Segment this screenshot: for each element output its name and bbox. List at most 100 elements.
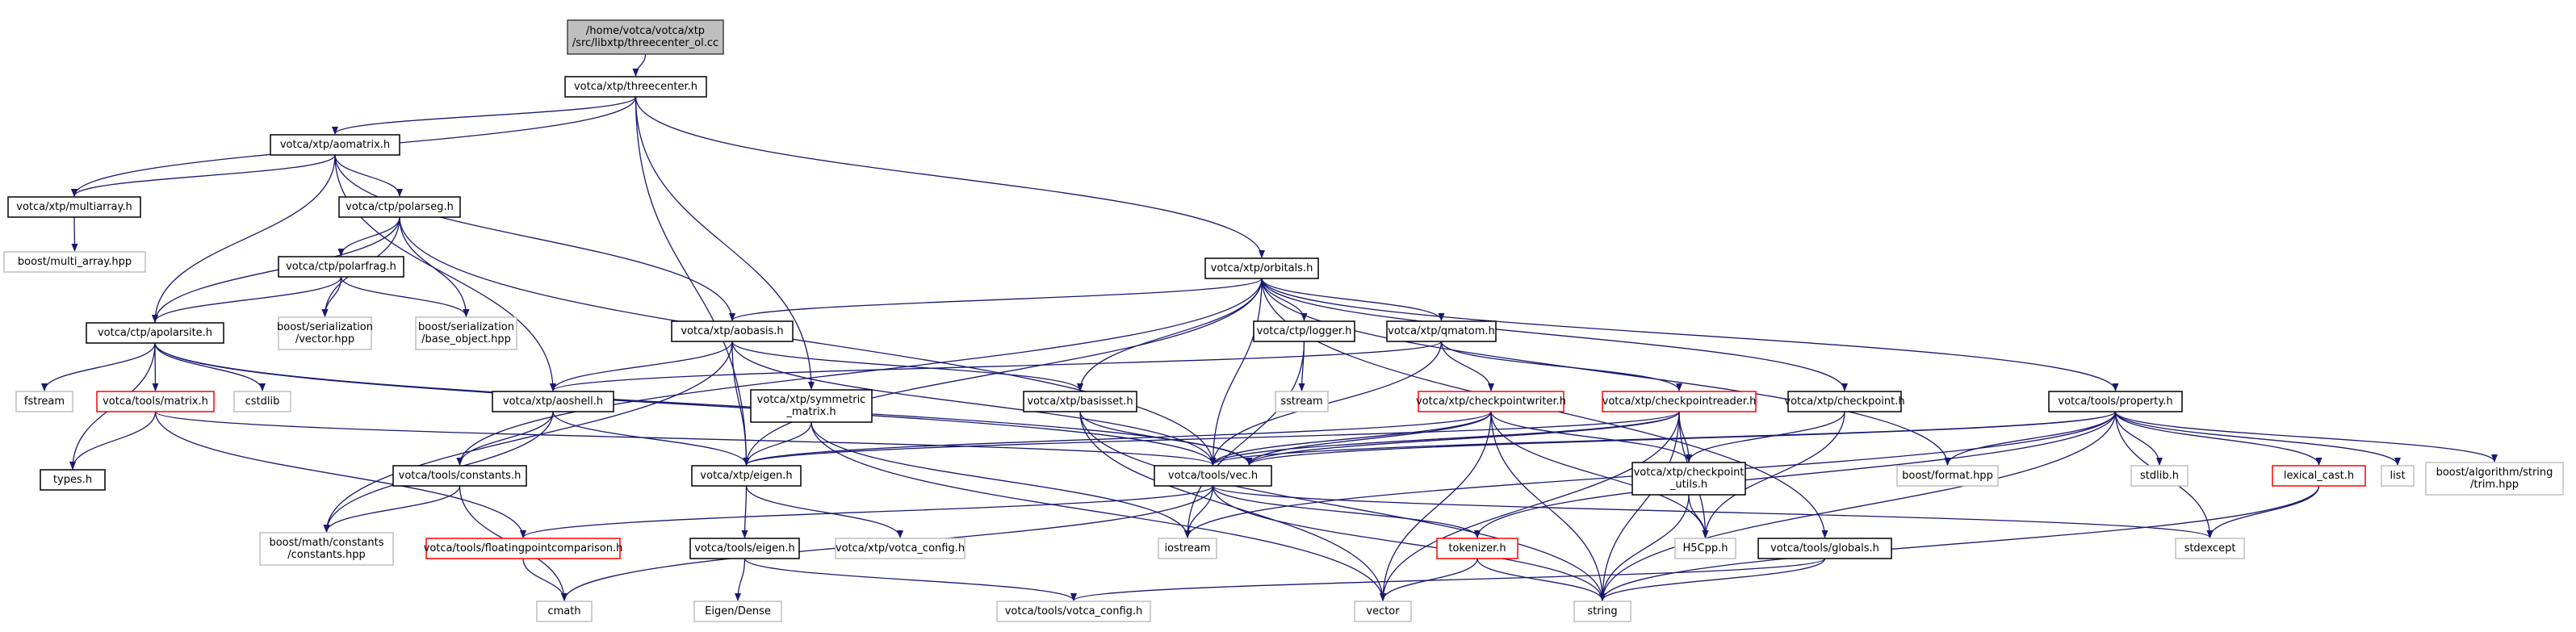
node-eigen_tools[interactable]: votca/tools/eigen.h [689,538,800,559]
node-property[interactable]: votca/tools/property.h [2048,391,2183,412]
node-aomatrix[interactable]: votca/xtp/aomatrix.h [270,134,400,156]
edge-line [635,96,750,466]
edge-threecenter-to-aomatrix [332,96,637,135]
node-box [1354,601,1412,622]
node-root[interactable]: /home/votca/votca/xtp/src/libxtp/threece… [567,19,724,55]
node-orbitals[interactable]: votca/xtp/orbitals.h [1204,257,1319,279]
node-basisset[interactable]: votca/xtp/basisset.h [1023,391,1137,412]
edge-line [810,421,1386,601]
edge-line [332,96,637,135]
node-ckutils[interactable]: votca/xtp/checkpoint_utils.h [1631,462,1746,496]
edge-vec-to-floatcmp [520,485,1214,538]
node-label: votca/tools/globals.h [1770,542,1879,555]
node-symmetric[interactable]: votca/xtp/symmetric_matrix.h [750,389,873,423]
edge-line [1944,411,2117,466]
edge-polarseg-to-polarfrag [337,216,400,257]
node-floatcmp[interactable]: votca/tools/floatingpointcomparison.h [424,538,623,559]
node-box [693,601,782,622]
node-label: votca/xtp/multiarray.h [16,201,132,213]
node-boost_multi: boost/multi_array.hpp [3,251,146,273]
edge-aomatrix-to-aobasis [334,154,735,321]
edge-line [340,276,470,317]
node-box [564,76,707,98]
edge-line [1474,411,2117,538]
edge-line [1212,485,2214,538]
edge-line [1261,278,1951,466]
node-polarfrag[interactable]: votca/ctp/polarfrag.h [278,256,404,278]
node-ckwriter[interactable]: votca/xtp/checkpointwriter.h [1416,391,1566,412]
node-multiarray[interactable]: votca/xtp/multiarray.h [7,196,141,218]
edge-multiarray-to-boost_multi [71,216,78,252]
node-label: /vector.hpp [295,333,354,345]
edge-line [743,411,1680,466]
node-box [259,532,394,566]
edge-line [154,342,1217,466]
node-label: lexical_cast.h [2284,470,2354,482]
edge-line [1212,485,1606,601]
node-box [691,465,802,487]
node-checkpoint[interactable]: votca/xtp/checkpoint.h [1784,391,1905,412]
node-types[interactable]: types.h [40,469,106,491]
node-ckreader[interactable]: votca/xtp/checkpointreader.h [1602,391,1757,412]
edge-line [550,341,733,391]
node-aoshell[interactable]: votca/xtp/aoshell.h [492,391,614,412]
edge-line [729,278,1263,321]
node-box [996,601,1151,622]
edge-ckwriter-to-h5cpp [1490,411,1709,538]
edge-line [152,216,400,323]
node-eigen_xtp[interactable]: votca/xtp/eigen.h [691,465,802,487]
edge-line [1490,411,1709,538]
edge-line [334,154,735,321]
node-label: votca/xtp/threecenter.h [574,81,697,93]
node-box [1602,391,1757,412]
node-qmatom[interactable]: votca/xtp/qmatom.h [1386,320,1497,342]
node-label: string [1587,605,1617,617]
node-box [270,134,400,156]
node-box [2272,465,2366,487]
edge-apolarsite-to-vec [154,342,1217,466]
node-box [2175,538,2245,559]
node-threecenter[interactable]: votca/xtp/threecenter.h [564,76,707,98]
node-label: tokenizer.h [1448,542,1506,555]
node-tokenizer[interactable]: tokenizer.h [1436,538,1518,559]
edge-logger-to-iostream [1184,341,1305,538]
edge-line [1209,411,1492,466]
edge-qmatom-to-ckreader [1440,341,1682,391]
edge-checkpoint-to-ckutils [1686,411,1845,462]
node-lexical[interactable]: lexical_cast.h [2272,465,2366,487]
node-box [338,196,461,218]
node-label: votca/xtp/basisset.h [1027,396,1133,408]
edge-line [552,411,750,466]
node-box [1573,601,1631,622]
node-logger[interactable]: votca/ctp/logger.h [1253,320,1355,342]
node-polarseg[interactable]: votca/ctp/polarseg.h [338,196,461,218]
node-vec[interactable]: votca/tools/vec.h [1154,465,1272,487]
edge-line [635,96,815,390]
node-matrix[interactable]: votca/tools/matrix.h [96,391,215,412]
node-aobasis[interactable]: votca/xtp/aobasis.h [671,320,794,342]
edge-apolarsite-to-fstream [41,342,156,391]
edge-line [1490,411,1692,462]
node-apolarsite[interactable]: votca/ctp/apolarsite.h [86,322,224,344]
edge-line [1212,485,1481,538]
node-box [1386,320,1497,342]
edge-line [741,485,748,538]
edge-matrix-to-types [69,411,157,470]
node-label: votca/xtp/eigen.h [700,470,792,482]
node-box [1253,320,1355,342]
edge-ckreader-to-string [1599,411,1680,601]
node-constants[interactable]: votca/tools/constants.h [392,465,527,487]
edge-aoshell-to-eigen_xtp [552,411,750,466]
edge-line [632,53,647,77]
node-label: votca/xtp/aobasis.h [681,325,783,337]
edge-property-to-tokenizer [1474,411,2117,538]
edge-eigen_tools-to-tools_config [743,558,1077,601]
node-globals[interactable]: votca/tools/globals.h [1757,538,1892,559]
edge-orbitals-to-property [1261,278,2119,391]
edge-line [731,341,1083,391]
edge-ckreader-to-vec [1209,411,1680,466]
node-label: vector [1366,605,1400,617]
edge-matrix-to-vec [154,411,1217,466]
node-box [40,469,106,491]
node-label: votca/tools/votca_config.h [1005,605,1143,617]
